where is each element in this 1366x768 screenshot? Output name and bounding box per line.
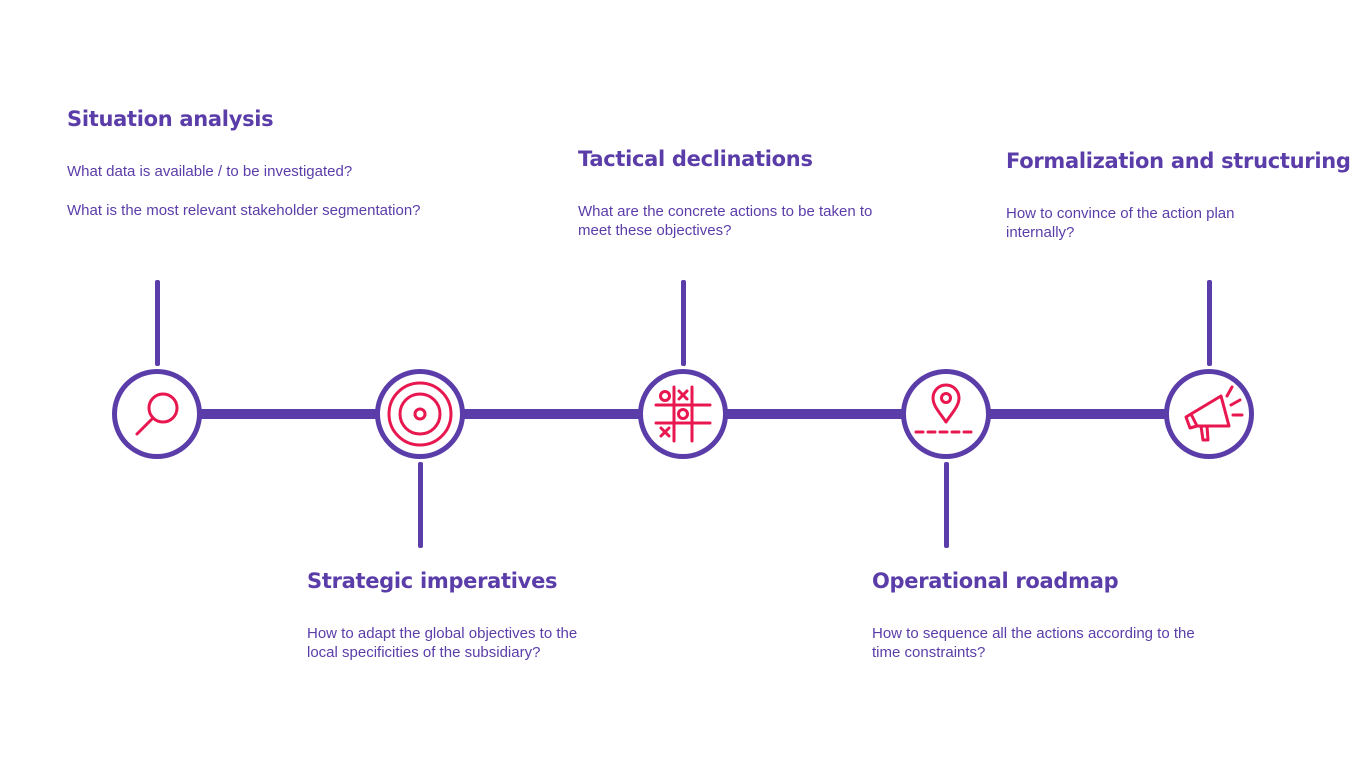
step-desc-line: How to adapt the global objectives to th… (307, 625, 578, 661)
tic-tac-toe-icon (654, 385, 712, 443)
step-desc-line: What are the concrete actions to be take… (578, 203, 873, 239)
step-title-tactical: Tactical declinations (578, 147, 813, 171)
step-desc-operational: How to sequence all the actions accordin… (872, 624, 1202, 662)
step-desc-line: How to convince of the action plan inter… (1006, 205, 1235, 241)
step-desc-line: What is the most relevant stakeholder se… (67, 202, 421, 219)
step-desc-strategic: How to adapt the global objectives to th… (307, 624, 607, 662)
connector-tactical (681, 280, 686, 366)
step-desc-formalization: How to convince of the action plan inter… (1006, 204, 1276, 242)
step-title-situation: Situation analysis (67, 107, 274, 131)
step-node-formalization (1164, 369, 1254, 459)
step-title-formalization: Formalization and structuring (1006, 149, 1351, 173)
map-pin-icon (914, 383, 978, 434)
connector-strategic (418, 462, 423, 548)
step-desc-line: What data is available / to be investiga… (67, 163, 353, 180)
connector-situation (155, 280, 160, 366)
step-title-strategic: Strategic imperatives (307, 569, 558, 593)
magnifier-icon (135, 392, 179, 436)
target-icon (387, 381, 453, 447)
step-node-strategic (375, 369, 465, 459)
connector-operational (944, 462, 949, 548)
connector-formalization (1207, 280, 1212, 366)
step-desc-line: How to sequence all the actions accordin… (872, 625, 1195, 661)
step-node-situation (112, 369, 202, 459)
step-desc-tactical: What are the concrete actions to be take… (578, 202, 908, 240)
step-node-operational (901, 369, 991, 459)
step-title-operational: Operational roadmap (872, 569, 1119, 593)
megaphone-icon (1184, 385, 1244, 442)
step-node-tactical (638, 369, 728, 459)
step-desc-situation: What data is available / to be investiga… (67, 162, 487, 220)
